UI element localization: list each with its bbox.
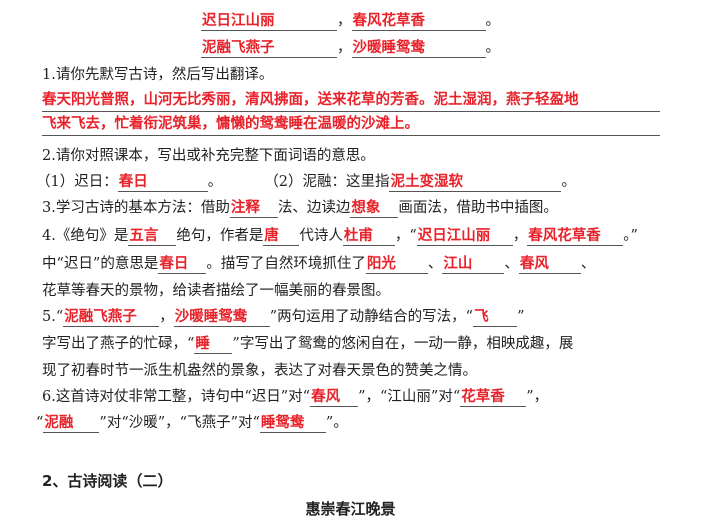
q1-answer-line-2: 飞来飞去，忙着衔泥筑巢，慵懒的鸳鸯睡在温暖的沙滩上。 (42, 113, 660, 136)
q4-line-3: 花草等春天的景物，给读者描绘了一幅美丽的春景图。 (42, 283, 390, 299)
answer-blank: 春风 (518, 255, 581, 274)
answer-blank: 花草香 (460, 388, 527, 407)
answer-blank: 春风 (310, 388, 359, 407)
q4-line-1: 4.《绝句》是五言绝句，作者是唐代诗人杜甫，“迟日江山丽，春风花草香。” (42, 227, 638, 246)
answer-blank: 飞 (473, 308, 518, 327)
answer-blank: 泥融 (43, 414, 100, 433)
answer-blank: 唐 (263, 227, 300, 246)
answer-blank: 沙暖睡鸳鸯 (351, 39, 486, 58)
answer-blank: 泥融飞燕子 (201, 39, 337, 58)
q2-items: （1）迟日：春日。（2）泥融：这里指泥土变湿软。 (36, 173, 576, 192)
answer-blank: 想象 (350, 199, 399, 218)
answer-blank: 迟日江山丽 (416, 227, 513, 246)
answer-blank: 沙暖睡鸳鸯 (173, 308, 270, 327)
poem-line-2: 泥融飞燕子，沙暖睡鸳鸯。 (201, 39, 500, 58)
q4-line-2: 中“迟日”的意思是春日。描写了自然环境抓住了阳光、江山、春风、 (42, 255, 596, 274)
answer-blank: 春日 (117, 173, 208, 192)
q6-line-2: “泥融”对“沙暖”，“飞燕子”对“睡鸳鸯”。 (36, 414, 348, 433)
q1-prompt: 1.请你先默写古诗，然后写出翻译。 (42, 67, 274, 83)
cropped-top-fragment (262, 0, 382, 2)
answer-blank: 迟日江山丽 (201, 12, 337, 31)
answer-blank: 春日 (158, 255, 207, 274)
q5-line-1: 5.“泥融飞燕子，沙暖睡鸳鸯”两句运用了动静结合的写法，“飞” (42, 308, 525, 327)
q2-prompt: 2.请你对照课本，写出或补充完整下面词语的意思。 (42, 148, 375, 164)
q6-line-1: 6.这首诗对仗非常工整，诗句中“迟日”对“春风”，“江山丽”对“花草香”， (42, 388, 549, 407)
answer-blank: 注释 (229, 199, 278, 218)
q5-line-3: 现了初春时节一派生机盎然的景象，表达了对春天景色的赞美之情。 (42, 363, 477, 379)
q5-line-2: 字写出了燕子的忙碌，“睡”字写出了鸳鸯的悠闲自在，一动一静，相映成趣，展 (42, 335, 574, 354)
answer-blank: 泥土变湿软 (389, 173, 562, 192)
answer-blank: 杜甫 (342, 227, 395, 246)
poem-line-1: 迟日江山丽，春风花草香。 (201, 12, 500, 31)
q1-answer-line-1: 春天阳光普照，山河无比秀丽，清风拂面，送来花草的芳香。泥土湿润，燕子轻盈地 (42, 89, 660, 112)
section-2-heading: 2、古诗阅读（二） (42, 472, 173, 490)
poem-title: 惠崇春江晚景 (305, 500, 396, 518)
answer-blank: 睡 (194, 335, 233, 354)
answer-blank: 江山 (442, 255, 505, 274)
answer-blank: 春风花草香 (351, 12, 486, 31)
answer-blank: 春风花草香 (527, 227, 624, 246)
answer-blank: 泥融飞燕子 (63, 308, 160, 327)
answer-blank: 五言 (128, 227, 177, 246)
answer-blank: 睡鸳鸯 (259, 414, 326, 433)
q3: 3.学习古诗的基本方法：借助注释法、边读边想象画面法，借助书中插图。 (42, 199, 558, 218)
answer-blank: 阳光 (365, 255, 428, 274)
